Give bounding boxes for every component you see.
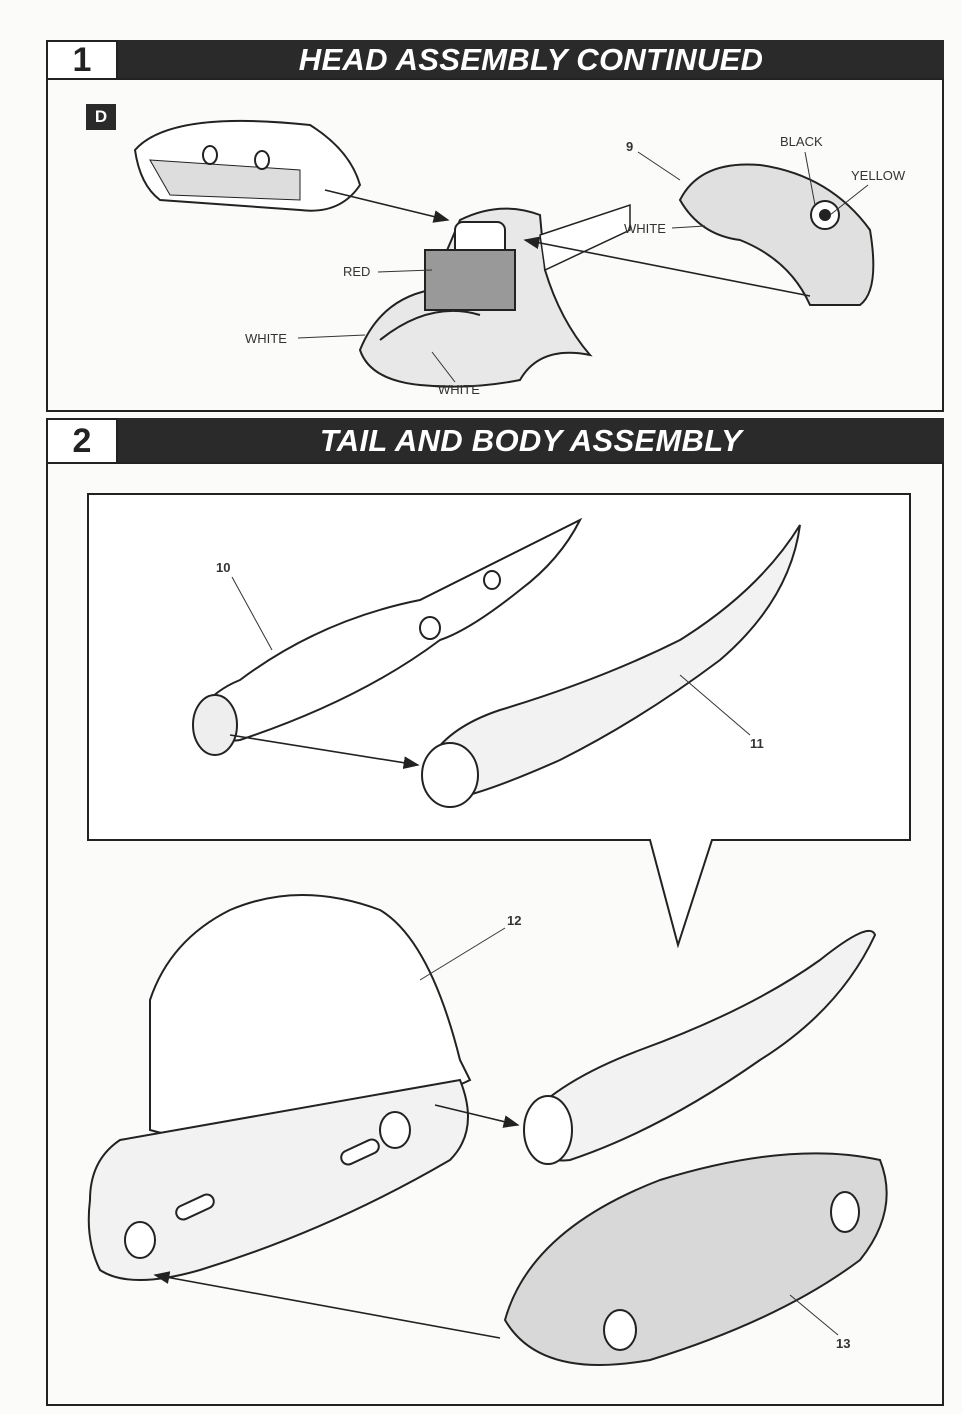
tail-assembled — [523, 930, 877, 1165]
upper-jaw-part — [133, 119, 362, 212]
part-number-11: 11 — [750, 736, 764, 751]
color-label-red: RED — [343, 264, 371, 279]
step-2-title: TAIL AND BODY ASSEMBLY — [118, 418, 944, 464]
tail-half-part-10 — [192, 517, 583, 756]
step-2-panel — [46, 462, 944, 1406]
step-1-number: 1 — [46, 40, 118, 80]
tail-part-11 — [421, 524, 801, 808]
part-number-9: 9 — [626, 139, 634, 154]
head-part-9 — [678, 163, 875, 306]
color-label-white-jaw: WHITE — [245, 331, 287, 346]
sub-step-badge: D — [86, 104, 116, 130]
step-1-title: HEAD ASSEMBLY CONTINUED — [118, 40, 944, 80]
step-1-panel — [46, 78, 944, 412]
part-number-12: 12 — [507, 913, 522, 928]
color-label-white-bottom: WHITE — [438, 382, 480, 397]
color-label-white-head: WHITE — [624, 221, 666, 236]
body-part-13 — [503, 1152, 888, 1366]
color-label-yellow: YELLOW — [851, 168, 906, 183]
neck-lower-jaw-part — [358, 203, 631, 388]
body-half-part-12 — [87, 894, 472, 1281]
part-number-13: 13 — [836, 1336, 851, 1351]
color-label-black: BLACK — [780, 134, 823, 149]
part-number-10: 10 — [216, 560, 231, 575]
